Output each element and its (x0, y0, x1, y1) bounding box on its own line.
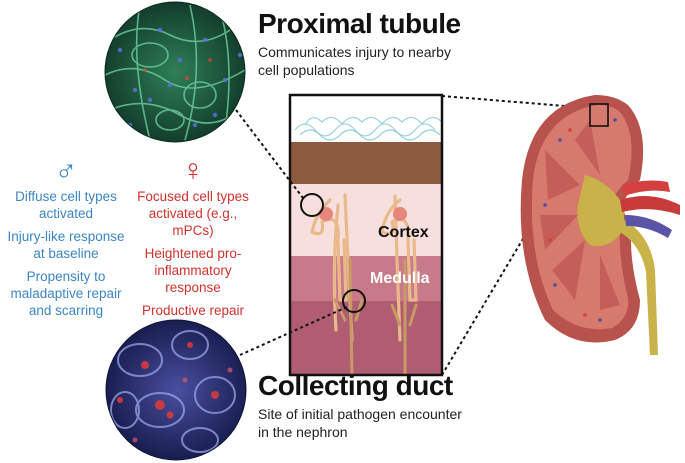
male-findings: ♂ Diffuse cell types activated Injury-li… (0, 156, 132, 325)
male-item-injury: Injury-like response at baseline (7, 229, 125, 261)
proximal-subtitle-line1: Communicates injury to nearby (258, 44, 451, 60)
female-item-inflammatory: Heightened pro- inflammatory response (144, 246, 242, 295)
female-item-focused: Focused cell types activated (e.g., mPCs… (137, 189, 249, 238)
collecting-subtitle: Site of initial pathogen encounter in th… (258, 405, 462, 441)
collecting-duct-micrograph (106, 320, 246, 460)
male-item-diffuse: Diffuse cell types activated (15, 189, 117, 221)
nephron-diagram (290, 95, 442, 375)
male-symbol-icon: ♂ (54, 154, 78, 187)
collecting-subtitle-line2: in the nephron (258, 424, 348, 440)
female-item-repair: Productive repair (141, 303, 245, 318)
proximal-title: Proximal tubule (258, 8, 461, 39)
proximal-tubule-micrograph (105, 2, 245, 142)
collecting-title: Collecting duct (258, 370, 453, 401)
proximal-subtitle-line2: cell populations (258, 62, 355, 78)
collecting-subtitle-line1: Site of initial pathogen encounter (258, 406, 462, 422)
proximal-subtitle: Communicates injury to nearby cell popul… (258, 43, 451, 79)
collecting-zoom-circle (342, 289, 366, 313)
male-item-maladaptive: Propensity to maladaptive repair and sca… (10, 269, 122, 318)
proximal-zoom-circle (300, 193, 324, 217)
female-symbol-icon: ♀ (181, 154, 205, 187)
cortex-label: Cortex (378, 224, 429, 241)
kidney-cross-section (520, 95, 680, 355)
female-findings: ♀ Focused cell types activated (e.g., mP… (128, 156, 258, 325)
medulla-label: Medulla (370, 270, 430, 287)
